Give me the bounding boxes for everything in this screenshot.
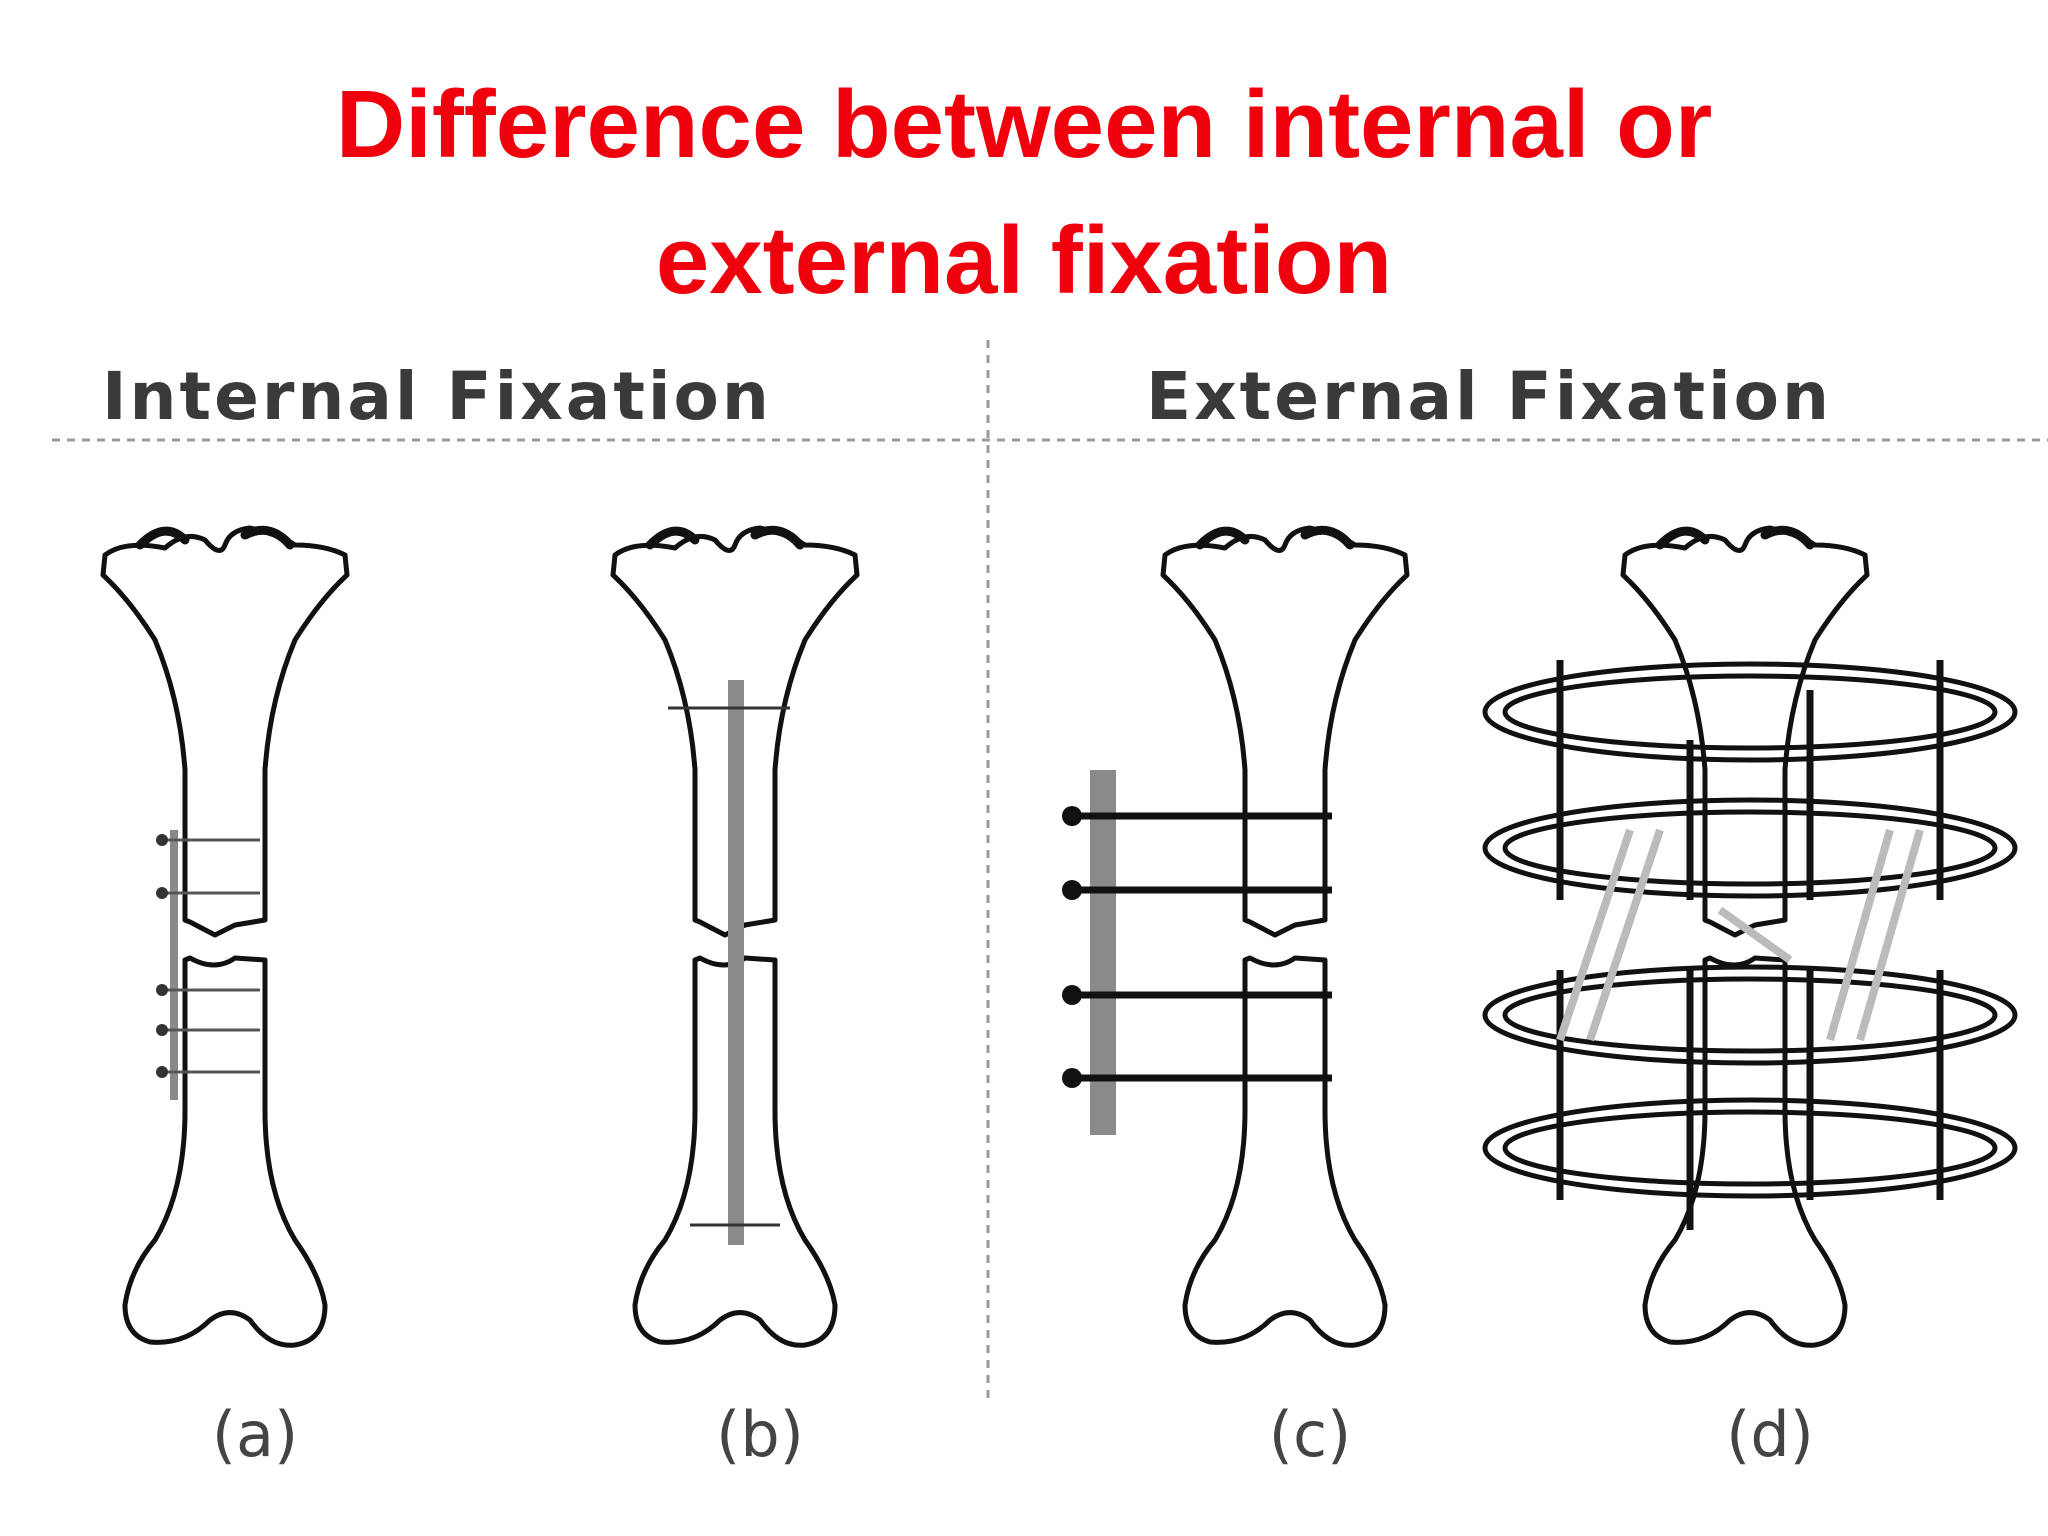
external-fixation-heading: External Fixation xyxy=(1146,358,1832,435)
bone-plate xyxy=(170,830,178,1100)
panel-c-unilateral-fixator xyxy=(1062,528,1407,1345)
fixator-rings xyxy=(1482,661,2018,1199)
panel-d-ring-fixator xyxy=(1482,528,2018,1345)
panel-a-plate-fixation xyxy=(103,528,347,1345)
plate-screws xyxy=(160,838,260,1074)
panel-a-label: (a) xyxy=(211,1398,299,1471)
panel-b-intramedullary-nail xyxy=(613,528,857,1345)
panel-b-label: (b) xyxy=(716,1398,804,1471)
fixator-bar xyxy=(1090,770,1116,1135)
diagonal-struts xyxy=(1556,828,1924,1042)
slide-title-line-2: external fixation xyxy=(655,207,1393,314)
internal-fixation-heading: Internal Fixation xyxy=(102,358,772,435)
slide-title-line-1: Difference between internal or xyxy=(335,71,1713,178)
panel-c-label: (c) xyxy=(1268,1398,1352,1471)
intramedullary-nail xyxy=(728,680,744,1245)
fixator-rods xyxy=(1556,660,1944,1230)
panel-d-label: (d) xyxy=(1726,1398,1814,1471)
fixator-pins xyxy=(1070,812,1332,1082)
